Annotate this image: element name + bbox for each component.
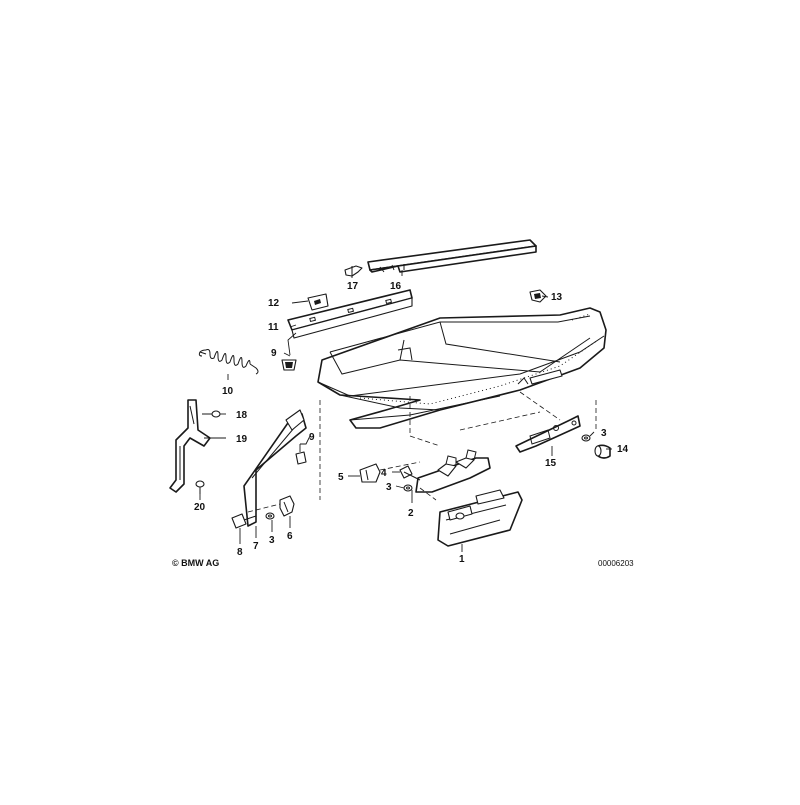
label-19: 19 [236, 434, 248, 445]
label-3-right: 3 [601, 428, 607, 439]
part-6-clip-bracket [279, 495, 295, 517]
part-10-spring [198, 349, 259, 375]
part-15-hinge-bracket [515, 415, 581, 453]
part-18-screw [202, 410, 221, 418]
label-13: 13 [551, 292, 563, 303]
part-labels: 16 17 12 11 9 10 13 3 14 15 2 3 4 5 1 18… [194, 281, 629, 565]
part-13-clip [529, 289, 547, 303]
label-20: 20 [194, 502, 206, 513]
label-9-upper: 9 [271, 348, 277, 359]
label-18: 18 [236, 410, 248, 421]
part-9-screw-lower [295, 444, 307, 465]
label-1: 1 [459, 554, 465, 565]
part-3-washer-lower [265, 512, 275, 520]
label-10: 10 [222, 386, 234, 397]
part-17-clip [344, 265, 363, 277]
label-11: 11 [268, 322, 279, 333]
leader-lines [199, 270, 612, 552]
label-3-lower: 3 [269, 535, 275, 546]
label-9-lower: 9 [309, 432, 315, 443]
label-6: 6 [287, 531, 293, 542]
part-3-washer-right [581, 434, 591, 442]
part-9-screw-upper [281, 332, 297, 371]
glove-box-tray [317, 307, 607, 429]
part-2-latch-mechanism [415, 449, 491, 493]
label-16: 16 [390, 281, 402, 292]
part-8-bolt [231, 513, 257, 529]
label-8: 8 [237, 547, 243, 558]
part-4-screw [399, 465, 421, 481]
label-5: 5 [338, 472, 344, 483]
part-5-catch [359, 463, 381, 483]
label-14: 14 [617, 444, 629, 455]
label-12: 12 [268, 298, 280, 309]
part-20-screw [195, 480, 205, 494]
label-15: 15 [545, 458, 557, 469]
part-14-bumper-cap [594, 444, 611, 459]
document-number: 00006203 [598, 559, 634, 568]
label-7: 7 [253, 541, 259, 552]
assembly-lines [247, 391, 597, 513]
part-12-clip-plate [307, 293, 329, 311]
part-11-bracket-rail [287, 289, 413, 339]
copyright-text: © BMW AG [172, 558, 219, 568]
label-4: 4 [381, 468, 387, 479]
part-3-washer-middle [403, 484, 413, 492]
label-2: 2 [408, 508, 414, 519]
label-17: 17 [347, 281, 359, 292]
part-19-bracket-arm [169, 399, 211, 493]
part-1-handle [437, 489, 523, 547]
part-7-support-strut [243, 409, 307, 527]
part-16-lid-panel [367, 239, 537, 273]
label-3-middle: 3 [386, 482, 392, 493]
